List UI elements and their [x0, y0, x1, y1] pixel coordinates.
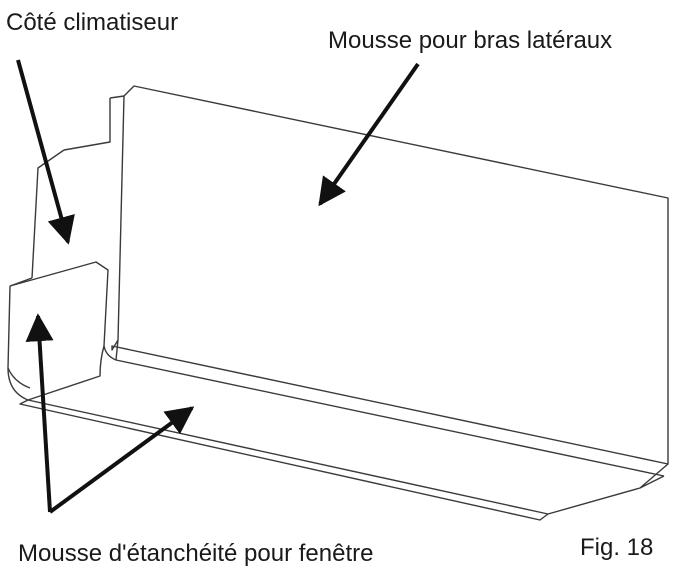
side-arm-foam-face: [111, 85, 669, 465]
lower-block-top: [9, 261, 119, 361]
label-window-seal-foam: Mousse d'étanchéité pour fenêtre: [18, 540, 374, 567]
arrow-ac-side: [16, 59, 75, 245]
window-seal-foam-front: [7, 285, 105, 401]
arrow-side-arm-foam: [318, 62, 420, 207]
arrow-seal-to-bottom: [48, 406, 195, 514]
figure-number: Fig. 18: [580, 534, 654, 561]
arrow-seal-to-front: [25, 313, 54, 513]
foam-outline: [7, 85, 669, 521]
label-side-arm-foam: Mousse pour bras latéraux: [328, 27, 613, 54]
label-ac-side: Côté climatiseur: [6, 9, 179, 36]
upper-block-top: [63, 95, 125, 151]
ac-side-edge: [31, 149, 65, 279]
callout-arrows: [16, 59, 420, 514]
bottom-strip: [27, 359, 669, 515]
back-left-upper: [9, 277, 33, 287]
window-seal-inner-curve: [7, 367, 31, 389]
bottom-strip-lower: [19, 399, 549, 521]
